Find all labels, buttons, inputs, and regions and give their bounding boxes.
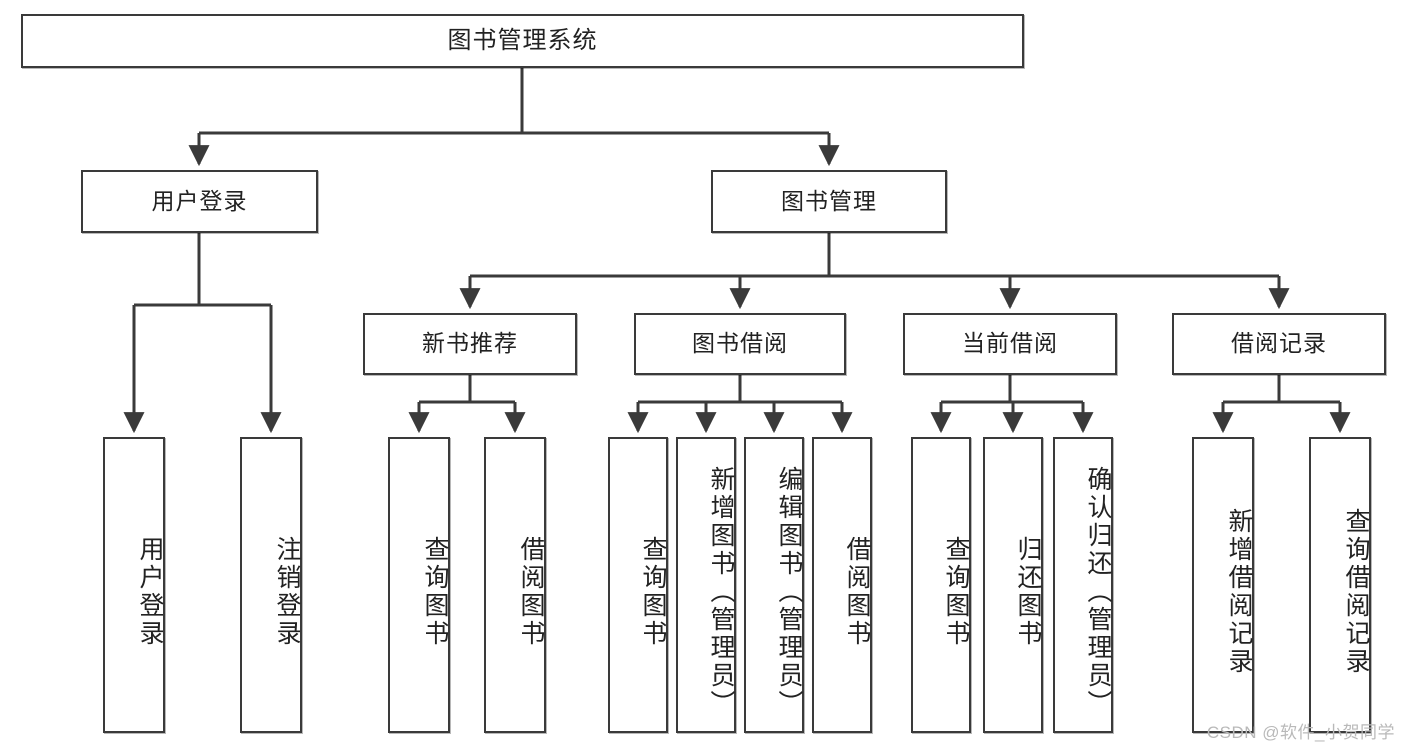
leaf-add-book-admin[interactable]: 新增图书（管理员） [676,437,736,733]
node-label: 新增图书（管理员） [707,466,735,718]
leaf-confirm-return-admin[interactable]: 确认归还（管理员） [1053,437,1113,733]
node-current-borrow[interactable]: 当前借阅 [903,313,1117,375]
node-label: 图书管理系统 [447,26,598,54]
node-label: 注销登录 [273,536,301,648]
leaf-query-book-borrow[interactable]: 查询图书 [608,437,668,733]
leaf-logout-login[interactable]: 注销登录 [240,437,302,733]
node-label: 编辑图书（管理员） [775,466,803,718]
leaf-borrow-book[interactable]: 借阅图书 [812,437,872,733]
node-label: 查询图书 [421,536,449,648]
node-label: 图书借阅 [692,330,788,357]
leaf-query-book-recommend[interactable]: 查询图书 [388,437,450,733]
leaf-borrow-book-recommend[interactable]: 借阅图书 [484,437,546,733]
leaf-user-login[interactable]: 用户登录 [103,437,165,733]
node-label: 图书管理 [781,187,877,214]
leaf-query-borrow-record[interactable]: 查询借阅记录 [1309,437,1371,733]
node-label: 用户登录 [151,187,248,214]
leaf-add-borrow-record[interactable]: 新增借阅记录 [1192,437,1254,733]
node-label: 新增借阅记录 [1225,508,1253,676]
node-label: 新书推荐 [422,330,518,357]
node-root-system[interactable]: 图书管理系统 [21,14,1024,68]
node-label: 当前借阅 [962,330,1058,357]
leaf-edit-book-admin[interactable]: 编辑图书（管理员） [744,437,804,733]
node-label: 借阅图书 [843,536,871,648]
node-label: 用户登录 [136,536,164,648]
node-label: 借阅记录 [1231,330,1327,357]
node-label: 归还图书 [1014,536,1042,648]
leaf-query-book-current[interactable]: 查询图书 [911,437,971,733]
node-new-book-recommend[interactable]: 新书推荐 [363,313,577,375]
node-label: 查询借阅记录 [1342,508,1370,676]
node-label: 借阅图书 [517,536,545,648]
csdn-watermark: CSDN @软件_小贺同学 [1206,723,1395,742]
node-borrow-record[interactable]: 借阅记录 [1172,313,1386,375]
node-label: 查询图书 [639,536,667,648]
node-book-manage[interactable]: 图书管理 [711,170,947,233]
node-label: 查询图书 [942,536,970,648]
node-label: 确认归还（管理员） [1084,466,1112,718]
node-book-borrow[interactable]: 图书借阅 [634,313,846,375]
leaf-return-book[interactable]: 归还图书 [983,437,1043,733]
node-user-login[interactable]: 用户登录 [81,170,318,233]
